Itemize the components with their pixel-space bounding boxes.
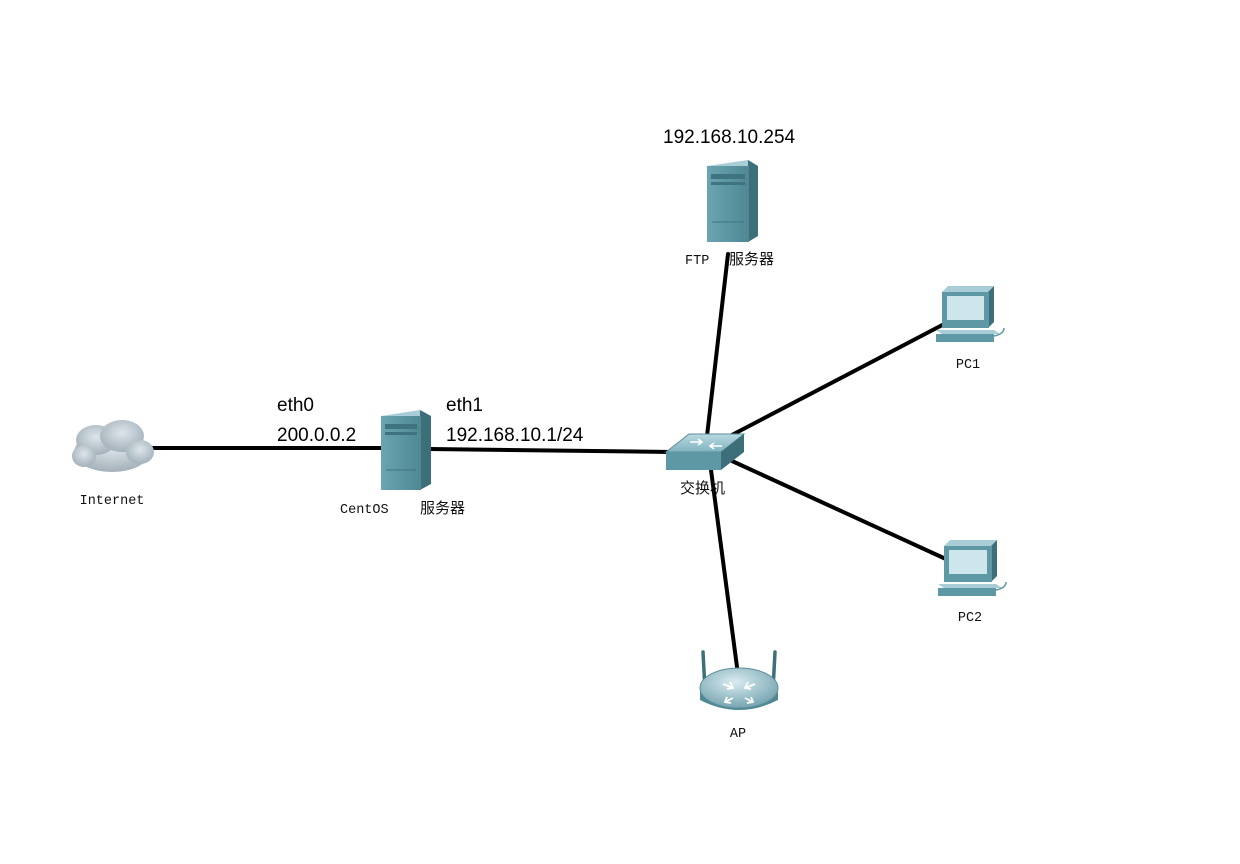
pc1-label: PC1 (956, 358, 980, 373)
ftp-ip: 192.168.10.254 (663, 127, 796, 148)
pc-icon (938, 540, 1007, 596)
router-icon (699, 650, 779, 710)
ap-node[interactable]: AP (699, 650, 779, 742)
ftp-server-node[interactable]: 192.168.10.254 FTP 服务器 (663, 127, 796, 269)
pc1-node[interactable]: PC1 (936, 286, 1005, 373)
switch-node[interactable]: 交换机 (664, 433, 746, 497)
internet-label: Internet (80, 494, 145, 509)
internet-node[interactable]: Internet (72, 420, 154, 509)
link-switch-pc1 (728, 320, 950, 438)
ap-label: AP (730, 727, 746, 742)
pc-icon (936, 286, 1005, 342)
server-icon (707, 160, 758, 242)
switch-label: 交换机 (680, 479, 725, 497)
eth1-name: eth1 (446, 395, 483, 416)
ftp-label-en: FTP (685, 254, 709, 269)
link-centos-switch (428, 447, 674, 454)
pc2-node[interactable]: PC2 (938, 540, 1007, 626)
link-switch-ap (709, 468, 739, 669)
ftp-label-cn: 服务器 (729, 250, 774, 268)
links (150, 252, 950, 669)
link-switch-ftp (705, 252, 730, 438)
cloud-icon (72, 420, 154, 472)
switch-icon (664, 433, 746, 470)
eth1-ip: 192.168.10.1/24 (446, 425, 584, 446)
link-switch-pc2 (730, 459, 950, 562)
server-icon (381, 410, 431, 490)
centos-label-cn: 服务器 (420, 499, 465, 517)
centos-server-node[interactable]: CentOS 服务器 (340, 410, 465, 518)
pc2-label: PC2 (958, 611, 982, 626)
centos-label-en: CentOS (340, 503, 389, 518)
eth0-ip: 200.0.0.2 (277, 425, 356, 446)
eth0-name: eth0 (277, 395, 314, 416)
